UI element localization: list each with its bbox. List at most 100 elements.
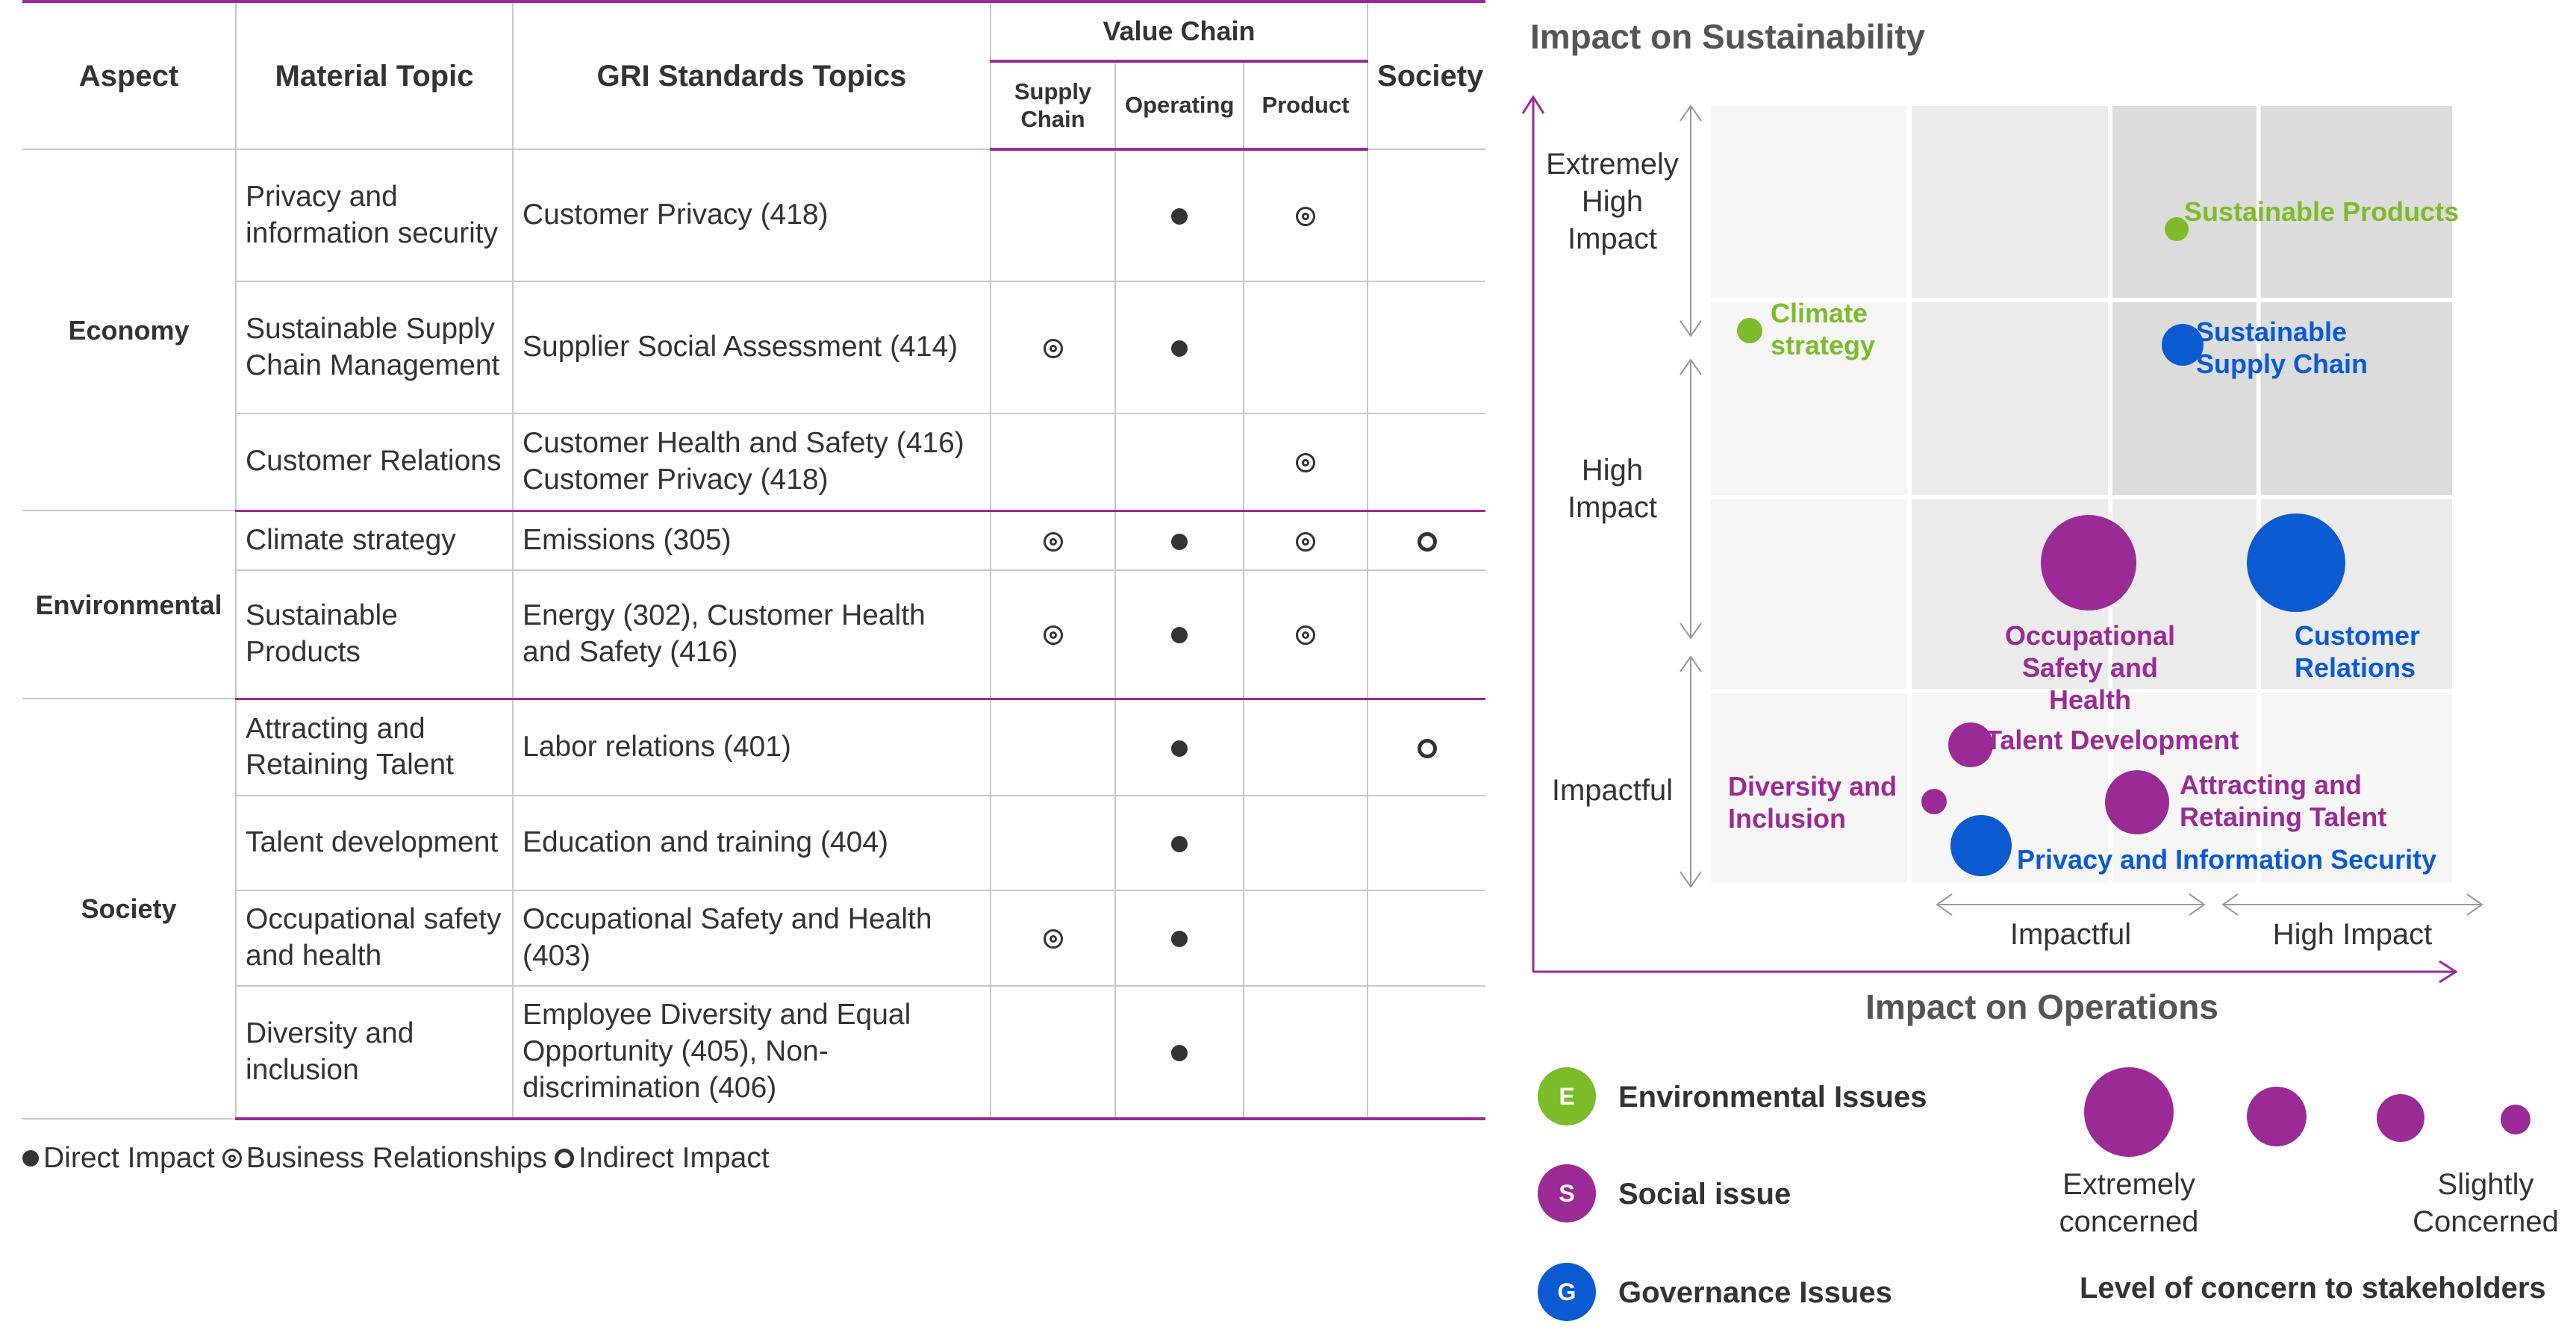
header-supply-chain: Supply Chain (991, 60, 1116, 151)
table-legend: Direct Impact Business Relationships Ind… (22, 1142, 777, 1175)
bubble-customer-relations (2247, 513, 2345, 612)
society-impact-cell (1367, 510, 1486, 571)
direct-impact-icon (1171, 208, 1188, 225)
direct-impact-icon (1171, 627, 1188, 644)
size-label-slight: Slightly Concerned (2413, 1168, 2559, 1238)
supply-impact-cell (990, 510, 1116, 571)
gri-topic-cell: Customer Health and Safety (416) Custome… (512, 413, 991, 512)
label-occupational-safety: Occupational Safety and Health (2004, 620, 2176, 716)
material-topic-cell: Customer Relations (236, 413, 514, 512)
aspect-cell: Environmental (22, 510, 237, 699)
supply-impact-cell (990, 281, 1116, 414)
grid-cell (2261, 693, 2452, 883)
legend-social: Social issue (1618, 1178, 1791, 1211)
material-topic-cell: Diversity and inclusion (236, 985, 514, 1120)
grid-cell (2112, 499, 2257, 689)
product-impact-cell (1242, 890, 1369, 987)
grid-cell (1711, 499, 1907, 689)
product-impact-cell (1242, 413, 1369, 512)
size-label-extreme: Extremely concerned (2059, 1168, 2199, 1238)
bubble-climate-strategy (1737, 318, 1762, 343)
label-diversity-inclusion: Diversity and Inclusion (1728, 771, 1897, 834)
x-level-high: High Impact (2272, 918, 2433, 951)
society-impact-cell (1367, 281, 1486, 414)
size-legend-title: Level of concern to stakeholders (2080, 1272, 2546, 1305)
aspect-cell: Economy (22, 149, 237, 511)
matrix-title: Impact on Sustainability (1530, 17, 1926, 56)
business-impact-icon (1296, 531, 1315, 552)
product-impact-cell (1242, 795, 1369, 891)
operating-impact-cell (1114, 281, 1244, 414)
material-topic-cell: Climate strategy (235, 510, 514, 571)
grid-cell (2261, 106, 2452, 298)
direct-impact-icon (1171, 1044, 1188, 1061)
product-impact-cell (1242, 510, 1369, 571)
society-impact-cell (1367, 413, 1486, 512)
product-impact-cell (1242, 985, 1369, 1120)
matrix-axes (1521, 95, 2483, 984)
society-impact-cell (1367, 890, 1486, 987)
indirect-impact-icon (1417, 531, 1437, 552)
bubble-sustainable-supply-chain (2162, 324, 2204, 366)
supply-impact-cell (990, 149, 1116, 282)
bubble-occupational-safety (2041, 515, 2136, 611)
supply-impact-cell (990, 890, 1116, 987)
product-impact-cell (1242, 698, 1369, 796)
label-climate-strategy: Climate strategy (1771, 298, 1876, 361)
material-topic-cell: Sustainable Products (236, 569, 514, 700)
gri-topic-cell: Education and training (404) (512, 795, 991, 891)
size-dot-high (2247, 1087, 2307, 1146)
bubble-talent-development (1948, 722, 1993, 767)
business-impact-icon (1296, 207, 1315, 227)
business-impact-icon (1043, 625, 1063, 646)
gri-topic-cell: Energy (302), Customer Health and Safety… (512, 569, 991, 700)
header-society: Society (1367, 0, 1486, 150)
governance-issue-icon: G (1538, 1263, 1596, 1321)
bubble-sustainable-products (2165, 217, 2189, 241)
direct-impact-icon (1171, 340, 1188, 357)
header-material-topic: Material Topic (235, 0, 514, 150)
business-impact-icon (1043, 929, 1063, 949)
society-impact-cell (1367, 795, 1486, 891)
header-aspect: Aspect (22, 0, 237, 150)
social-issue-icon: S (1538, 1164, 1596, 1223)
label-talent-development: Talent Development (1986, 725, 2239, 755)
supply-impact-cell (990, 795, 1116, 891)
supply-impact-cell (990, 698, 1116, 796)
product-impact-cell (1242, 281, 1369, 414)
bubble-privacy-security (1950, 815, 2012, 876)
environmental-issue-icon: E (1538, 1067, 1596, 1125)
direct-impact-icon (1171, 835, 1188, 852)
gri-topic-cell: Employee Diversity and Equal Opportunity… (512, 985, 991, 1120)
product-impact-cell (1242, 149, 1369, 282)
grid-cell (2261, 302, 2452, 495)
material-topic-cell: Privacy and information security (235, 149, 514, 282)
operating-impact-cell (1114, 698, 1244, 796)
material-topic-cell: Occupational safety and health (236, 890, 514, 987)
aspect-cell: Society (22, 698, 237, 1120)
supply-impact-cell (990, 985, 1116, 1120)
business-impact-icon (1043, 338, 1063, 358)
business-impact-icon (1043, 531, 1063, 552)
legend-indirect: Indirect Impact (554, 1142, 770, 1175)
grid-cell (1912, 106, 2108, 298)
legend-environmental: Environmental Issues (1618, 1081, 1927, 1114)
direct-impact-icon (1171, 931, 1188, 948)
y-level-high: High Impact (1567, 454, 1658, 524)
operating-impact-cell (1114, 795, 1244, 891)
operating-impact-cell (1114, 890, 1244, 987)
y-level-extremely-high: Extremely High Impact (1546, 148, 1679, 255)
gri-topic-cell: Occupational Safety and Health (403) (512, 890, 991, 987)
gri-topic-cell: Labor relations (401) (512, 698, 991, 796)
society-impact-cell (1367, 985, 1486, 1120)
operating-impact-cell (1114, 413, 1244, 512)
x-axis-title: Impact on Operations (1865, 987, 2218, 1026)
x-level-impactful: Impactful (2009, 918, 2132, 951)
